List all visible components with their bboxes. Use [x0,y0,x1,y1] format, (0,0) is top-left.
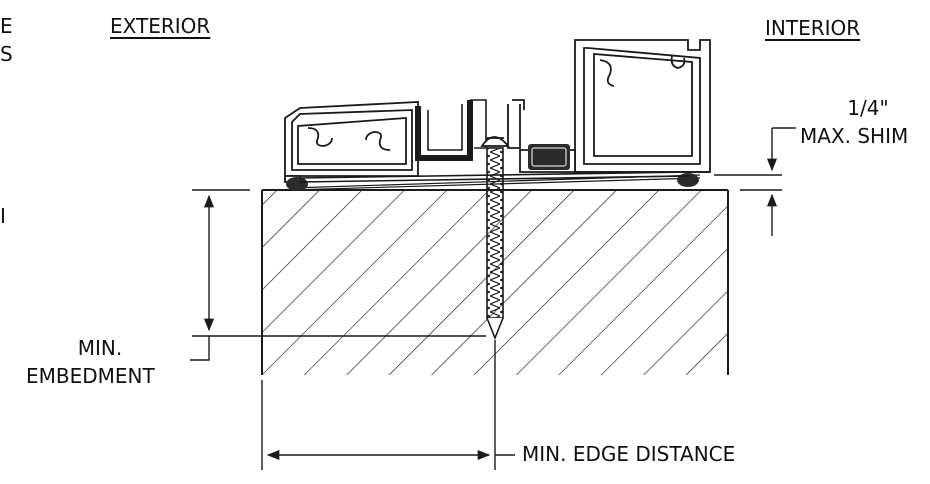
interior-gasket [528,144,570,170]
embedment-label-line1: MIN. [77,336,123,360]
exterior-label: EXTERIOR [110,14,211,38]
shim-text-label: MAX. SHIM [800,124,909,148]
embedment-dimension [190,189,486,361]
screw-head [480,99,525,149]
edge-distance-dimension [261,340,515,470]
shim-size-label: 1/4" [847,96,889,120]
cut-off-text-low: I [0,204,6,228]
cut-off-text-mid: S [0,42,13,66]
cut-off-text-top: E [0,14,13,38]
shim-dimension [714,127,796,236]
exterior-frame-extrusion [284,101,419,183]
embedment-label-line2: EMBEDMENT [26,364,155,388]
edge-distance-label: MIN. EDGE DISTANCE [522,442,736,466]
sealant-beads [286,173,699,191]
receptor-channel [415,99,487,161]
anchor-screw [486,147,504,341]
interior-label: INTERIOR [765,16,861,40]
interior-frame-extrusion [519,39,711,173]
